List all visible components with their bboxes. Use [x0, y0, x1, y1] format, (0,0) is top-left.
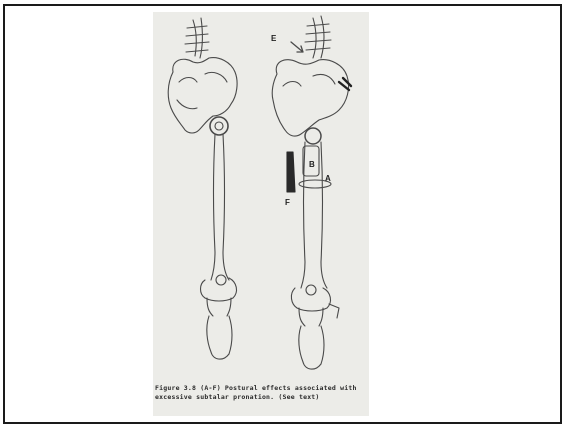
left-skeleton — [168, 18, 237, 359]
left-hip-joint — [210, 117, 228, 135]
right-skeleton — [272, 16, 351, 369]
document-frame: E A B F Figure 3.8 (A-F) Postural effect… — [3, 4, 562, 424]
right-knee — [291, 288, 330, 311]
left-tibia — [207, 316, 232, 354]
right-pelvis — [272, 60, 348, 136]
arrow-e — [291, 42, 303, 52]
pelvic-tilt-mark — [339, 78, 351, 90]
right-tibia — [299, 326, 324, 364]
left-femur — [211, 134, 229, 280]
figure-plate: E A B F Figure 3.8 (A-F) Postural effect… — [153, 12, 369, 416]
figure-caption: Figure 3.8 (A-F) Postural effects associ… — [155, 384, 367, 402]
label-a: A — [325, 174, 331, 183]
label-b: B — [309, 160, 315, 169]
caption-line-1: Figure 3.8 (A-F) Postural effects associ… — [155, 384, 367, 393]
marker-f — [287, 152, 295, 192]
right-hip-joint — [305, 128, 321, 144]
figure-illustration — [153, 12, 369, 382]
right-spine — [313, 16, 324, 58]
caption-line-2: excessive subtalar pronation. (See text) — [155, 393, 367, 402]
left-spine — [193, 18, 202, 58]
label-e: E — [271, 34, 276, 43]
label-f: F — [285, 198, 290, 207]
